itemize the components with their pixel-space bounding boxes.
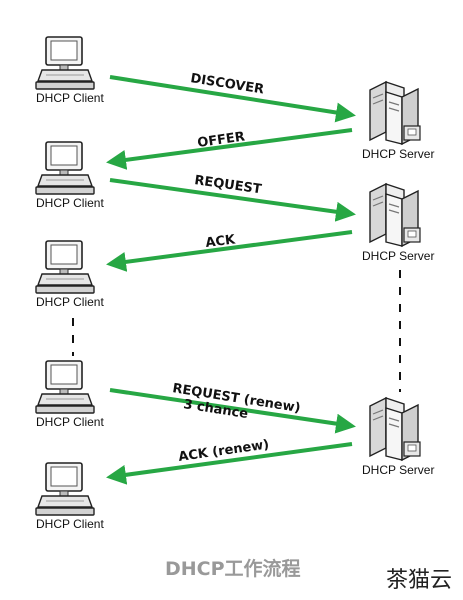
server-node: DHCP Server bbox=[362, 80, 434, 161]
server-label: DHCP Server bbox=[362, 249, 434, 263]
ack-arrow bbox=[106, 230, 353, 272]
offer-arrow bbox=[106, 128, 353, 170]
client-label: DHCP Client bbox=[36, 91, 104, 105]
offer-label: OFFER bbox=[196, 129, 245, 150]
watermark-text: 茶猫云 bbox=[386, 568, 452, 593]
desktop-computer-icon bbox=[35, 462, 95, 516]
server-label: DHCP Server bbox=[362, 147, 434, 161]
server-tower-icon bbox=[369, 182, 421, 248]
request-renew-arrow bbox=[109, 388, 356, 434]
client-label: DHCP Client bbox=[36, 517, 104, 531]
desktop-computer-icon bbox=[35, 36, 95, 90]
client-node: DHCP Client bbox=[35, 360, 104, 429]
client-label: DHCP Client bbox=[36, 196, 104, 210]
ack-label: ACK bbox=[205, 232, 237, 251]
server-tower-icon bbox=[369, 396, 421, 462]
server-node: DHCP Server bbox=[362, 396, 434, 477]
client-node: DHCP Client bbox=[35, 141, 104, 210]
client-node: DHCP Client bbox=[35, 462, 104, 531]
desktop-computer-icon bbox=[35, 240, 95, 294]
diagram-caption: DHCP工作流程 bbox=[165, 557, 301, 580]
discover-arrow bbox=[109, 75, 356, 123]
desktop-computer-icon bbox=[35, 141, 95, 195]
client-label: DHCP Client bbox=[36, 415, 104, 429]
desktop-computer-icon bbox=[35, 360, 95, 414]
client-label: DHCP Client bbox=[36, 295, 104, 309]
request-arrow bbox=[109, 178, 356, 222]
server-label: DHCP Server bbox=[362, 463, 434, 477]
client-node: DHCP Client bbox=[35, 36, 104, 105]
ack-renew-arrow bbox=[106, 442, 353, 485]
server-node: DHCP Server bbox=[362, 182, 434, 263]
message-arrows bbox=[106, 75, 356, 485]
server-tower-icon bbox=[369, 80, 421, 146]
client-node: DHCP Client bbox=[35, 240, 104, 309]
